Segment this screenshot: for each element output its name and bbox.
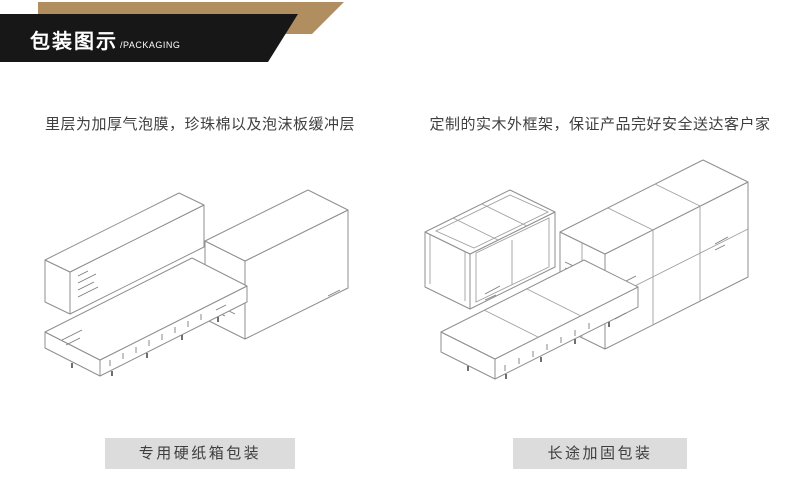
frame-crate-members (429, 194, 550, 303)
tag-reinforced-packaging: 长途加固包装 (513, 438, 687, 469)
box-flat (44, 257, 248, 377)
flat-crate (440, 259, 639, 380)
ribbon-banner-shape (0, 14, 298, 62)
box-flat-feet (71, 317, 219, 376)
crate-caption: 定制的实木外框架，保证产品完好安全送达客户家 (429, 116, 771, 133)
flat-crate-marks (504, 312, 627, 371)
content-columns: 里层为加厚气泡膜，珍珠棉以及泡沫板缓冲层 (0, 116, 800, 469)
tag-cardboard-packaging: 专用硬纸箱包装 (104, 438, 296, 469)
section-crate-packaging: 定制的实木外框架，保证产品完好安全送达客户家 (400, 116, 800, 469)
page-subtitle: /PACKAGING (120, 40, 181, 50)
frame-crate-marks (484, 285, 501, 301)
box-long (44, 192, 205, 315)
page-title: 包装图示 (30, 31, 118, 53)
cardboard-boxes-illustration (44, 189, 349, 377)
frame-crate (424, 189, 556, 310)
page-header: 包装图示 /PACKAGING (0, 0, 800, 64)
cardboard-caption: 里层为加厚气泡膜，珍珠棉以及泡沫板缓冲层 (44, 116, 355, 133)
box-large (204, 189, 349, 340)
section-cardboard-packaging: 里层为加厚气泡膜，珍珠棉以及泡沫板缓冲层 (0, 116, 400, 469)
wooden-crates-illustration (424, 159, 749, 380)
flat-crate-planks (483, 288, 582, 338)
header-text: 包装图示 /PACKAGING (30, 25, 180, 54)
flat-crate-feet (467, 322, 610, 379)
header-ribbon (0, 2, 344, 62)
box-long-marks (77, 270, 99, 298)
box-flat-marks (61, 304, 227, 366)
